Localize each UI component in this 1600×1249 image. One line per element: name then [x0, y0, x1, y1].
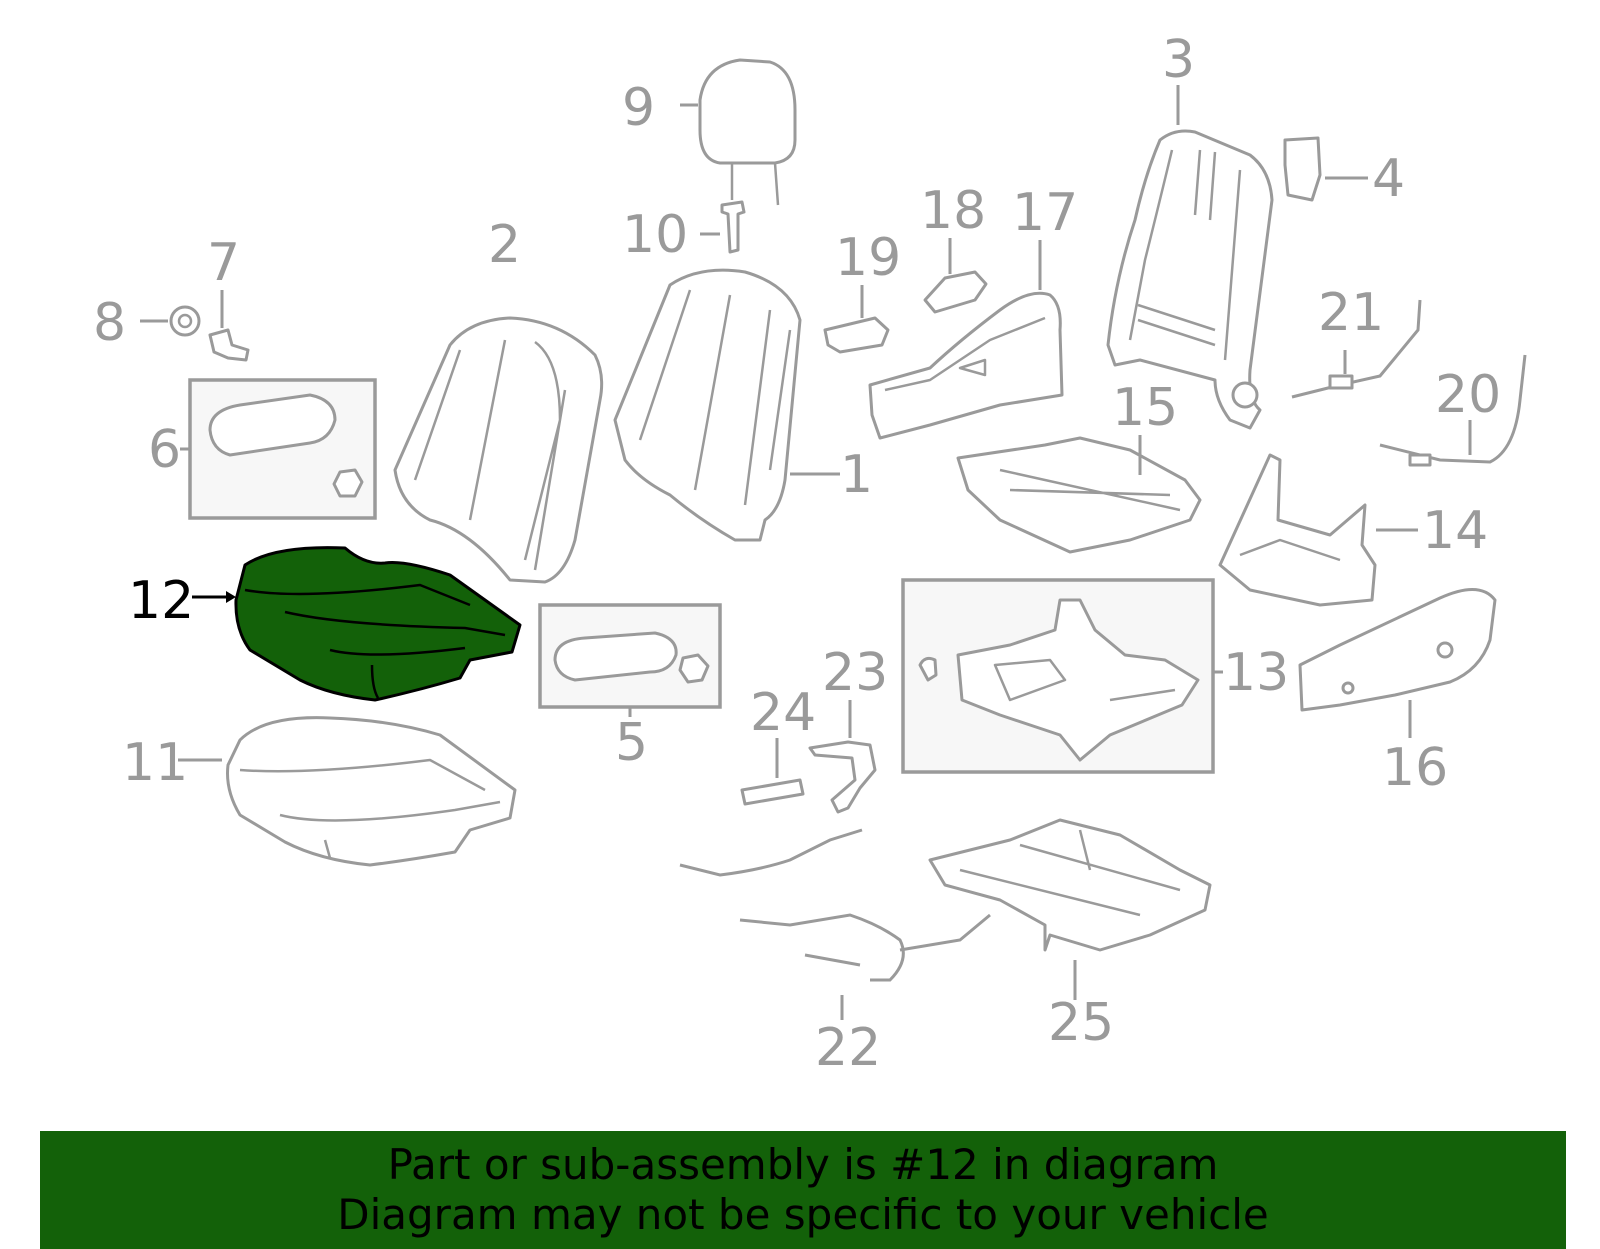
- part-8-washer: [140, 305, 201, 337]
- callout-3: 3: [1162, 30, 1195, 90]
- parts-diagram: 1 2 3 4 5 6 7 8 9 10 11 12 13 14 15 16 1…: [93, 30, 1527, 1078]
- callout-21: 21: [1318, 283, 1384, 343]
- callout-17: 17: [1012, 183, 1078, 243]
- part-4-bracket: [1283, 136, 1368, 202]
- callout-25: 25: [1048, 993, 1114, 1053]
- callout-24: 24: [750, 683, 816, 743]
- part-10-guide: [700, 200, 746, 254]
- part-17-side-shield: [868, 240, 1064, 440]
- part-25-seat-track: [928, 818, 1212, 1000]
- callout-5: 5: [615, 713, 648, 773]
- part-5-armrest-kit: [538, 603, 722, 717]
- callout-10: 10: [622, 205, 688, 265]
- part-18-trim-cover: [923, 238, 988, 314]
- part-3-seatback-frame: [1106, 85, 1274, 430]
- callout-6: 6: [148, 420, 181, 480]
- callout-22: 22: [815, 1018, 881, 1078]
- part-6-armrest-kit: [180, 378, 377, 520]
- callout-23: 23: [822, 643, 888, 703]
- part-12-seat-cushion-pad: [192, 546, 522, 702]
- callout-8: 8: [93, 293, 126, 353]
- part-9-headrest: [680, 58, 797, 206]
- callout-11: 11: [122, 733, 188, 793]
- info-banner: Part or sub-assembly is #12 in diagram D…: [40, 1131, 1566, 1249]
- callout-16: 16: [1382, 738, 1448, 798]
- part-16-side-shield: [1298, 588, 1497, 738]
- callout-20: 20: [1435, 365, 1501, 425]
- part-13-cushion-frame-kit: [901, 578, 1223, 774]
- part-1-seat-back-pad: [613, 268, 840, 542]
- part-11-seat-cushion-cover: [178, 716, 517, 867]
- part-15-cushion-frame: [956, 435, 1202, 554]
- callout-13: 13: [1223, 643, 1289, 703]
- part-22-wire-harness: [679, 828, 991, 1020]
- callout-14: 14: [1422, 501, 1488, 561]
- callout-19: 19: [835, 228, 901, 288]
- callout-12: 12: [128, 571, 194, 631]
- callout-4: 4: [1372, 149, 1405, 209]
- part-20-cable: [1379, 354, 1527, 467]
- callout-18: 18: [920, 181, 986, 241]
- banner-line-1: Part or sub-assembly is #12 in diagram: [387, 1140, 1219, 1189]
- callout-1: 1: [840, 445, 873, 505]
- callout-9: 9: [622, 78, 655, 138]
- part-7-bolt: [208, 290, 250, 362]
- part-21-cable: [1291, 299, 1422, 399]
- part-19-trim-cover: [823, 285, 890, 354]
- callout-15: 15: [1112, 378, 1178, 438]
- callout-2: 2: [488, 215, 521, 275]
- part-2-seat-back-cover: [393, 316, 604, 584]
- part-14-side-shield: [1218, 453, 1418, 607]
- part-23-bracket: [808, 700, 877, 814]
- part-24-label: [740, 738, 805, 806]
- banner-line-2: Diagram may not be specific to your vehi…: [337, 1190, 1269, 1239]
- callout-7: 7: [207, 233, 240, 293]
